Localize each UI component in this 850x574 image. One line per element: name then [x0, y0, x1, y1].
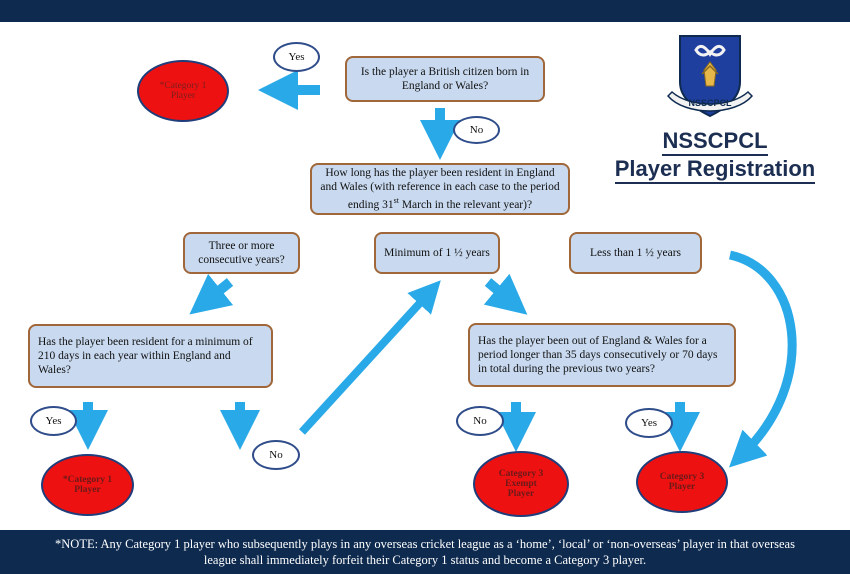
arrow-minimum [483, 273, 528, 315]
answer-yes-top: Yes [273, 42, 320, 72]
page-title: NSSCPCL Player Registration [600, 128, 830, 184]
option-three-or-more: Three or more consecutive years? [183, 232, 300, 274]
outcome-category-3: Category 3 Player [636, 451, 728, 513]
nsscpcl-crest-logo: NSSCPCL [666, 35, 754, 118]
answer-no-left: No [252, 440, 300, 470]
logo-text: NSSCPCL [688, 98, 732, 108]
footer-note: *NOTE: Any Category 1 player who subsequ… [0, 530, 850, 574]
outcome-category-3-exempt: Category 3 Exempt Player [473, 451, 569, 517]
arrow-no-back [299, 280, 441, 435]
answer-no-right: No [456, 406, 504, 436]
question-residency-length: How long has the player been resident in… [310, 163, 570, 215]
arrow-three-or-more [189, 273, 234, 315]
option-minimum: Minimum of 1 ½ years [374, 232, 500, 274]
answer-no-top: No [453, 116, 500, 144]
arrow-less-than [728, 250, 797, 468]
outcome-category-1-bottom: *Category 1 Player [41, 454, 134, 516]
title-line-1: NSSCPCL [662, 128, 768, 156]
answer-yes-right: Yes [625, 408, 673, 438]
title-line-2: Player Registration [614, 156, 816, 184]
answer-yes-left: Yes [30, 406, 77, 436]
question-out-of-england: Has the player been out of England & Wal… [468, 323, 736, 387]
question-british-citizen: Is the player a British citizen born in … [345, 56, 545, 102]
outcome-category-1-top: *Category 1 Player [137, 60, 229, 122]
top-banner [0, 0, 850, 22]
option-less-than: Less than 1 ½ years [569, 232, 702, 274]
question-210-days: Has the player been resident for a minim… [28, 324, 273, 388]
